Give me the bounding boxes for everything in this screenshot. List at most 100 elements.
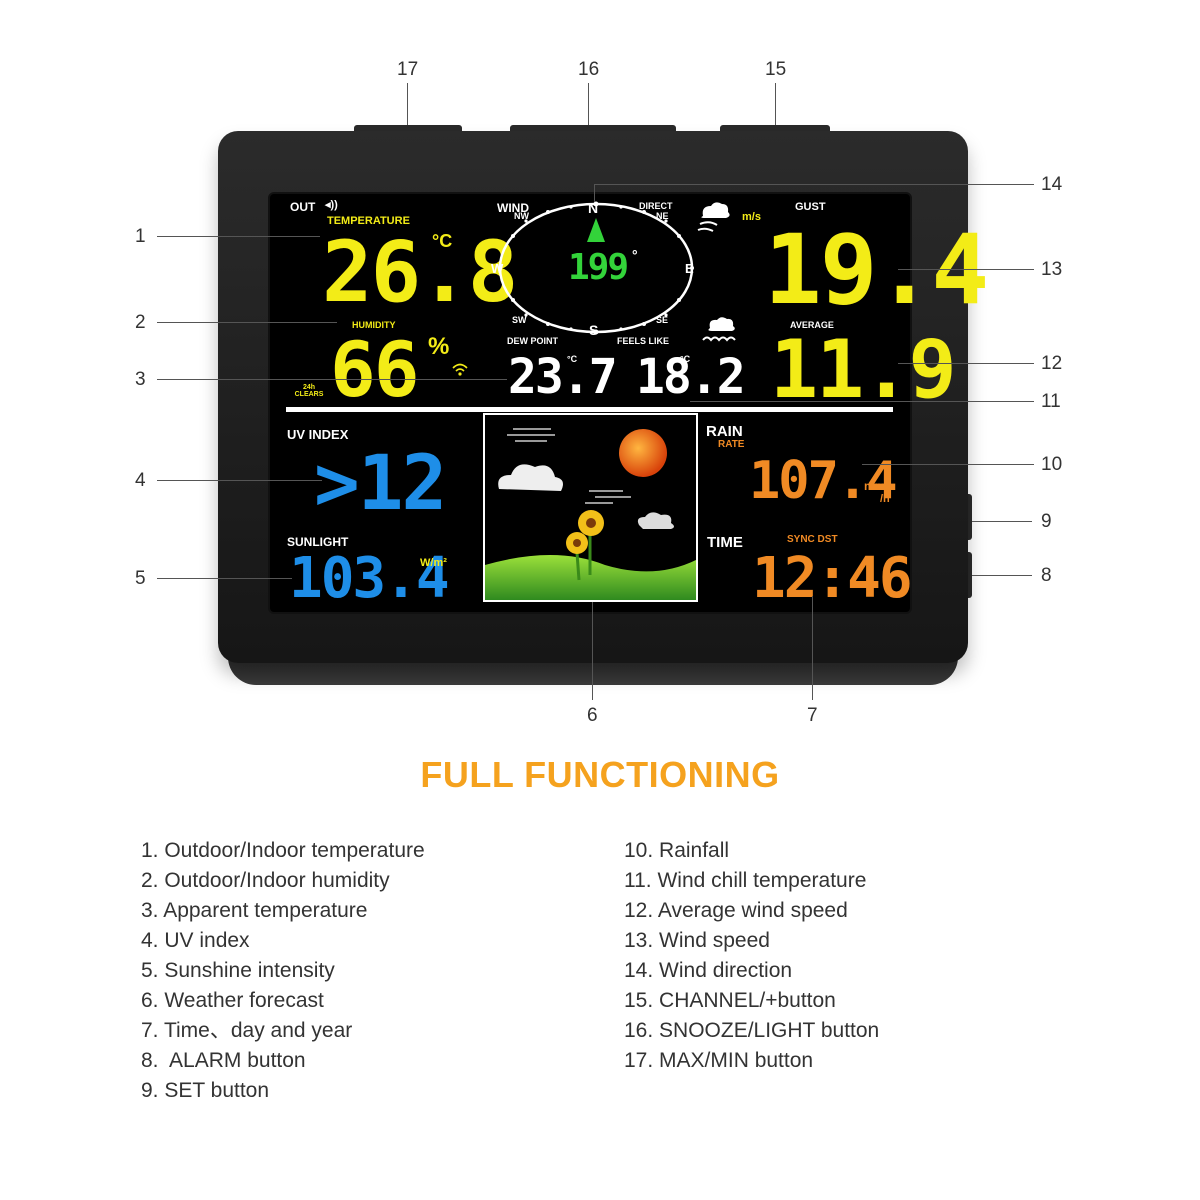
sync-dst-label: SYNC DST: [787, 534, 838, 545]
legend-item: 1. Outdoor/Indoor temperature: [141, 839, 425, 862]
legend-item: 7. Time、day and year: [141, 1019, 353, 1042]
callout-13-line: [898, 269, 1034, 270]
average-label: AVERAGE: [790, 320, 834, 330]
wind-label: WIND: [497, 201, 529, 215]
time-value: 12:46: [752, 546, 913, 611]
humidity-unit: %: [428, 333, 450, 360]
wifi-icon: [452, 362, 468, 376]
rain-unit-h: /h: [880, 493, 890, 505]
callout-8: 8: [1041, 565, 1052, 586]
dew-point-label: DEW POINT: [507, 336, 558, 346]
legend-item: 11. Wind chill temperature: [624, 869, 867, 892]
callout-5-line: [157, 578, 292, 579]
out-label: OUT: [290, 200, 316, 214]
wind-unit: m/s: [742, 211, 761, 223]
average-value: 11.9: [770, 323, 957, 416]
callout-11: 11: [1041, 391, 1061, 412]
time-label: TIME: [707, 534, 743, 551]
callout-7-line: [812, 596, 813, 700]
channel-plus-button[interactable]: [720, 125, 830, 135]
legend-item: 17. MAX/MIN button: [624, 1049, 814, 1072]
callout-3: 3: [135, 369, 146, 390]
screen-divider: [286, 407, 893, 412]
max-min-button[interactable]: [354, 125, 462, 135]
callout-1-line: [157, 236, 320, 237]
callout-2-line: [157, 322, 337, 323]
callout-3-line: [157, 379, 507, 380]
callout-14: 14: [1041, 174, 1063, 195]
sunlight-unit: W/m²: [420, 557, 447, 569]
legend-item: 14. Wind direction: [624, 959, 793, 982]
legend-item: 6. Weather forecast: [141, 989, 324, 1012]
legend-item: 15. CHANNEL/+button: [624, 989, 836, 1012]
temperature-unit: °C: [432, 231, 453, 251]
compass-ne: NE: [656, 211, 669, 221]
callout-16-line: [588, 83, 589, 125]
callout-12-line: [898, 363, 1034, 364]
compass-se: SE: [656, 315, 669, 325]
callout-17-line: [407, 83, 408, 125]
callout-7: 7: [807, 705, 818, 726]
compass-sw: SW: [512, 315, 527, 325]
legend-item: 9. SET button: [141, 1079, 270, 1102]
legend-item: 10. Rainfall: [624, 839, 730, 862]
direct-label: DIRECT: [639, 201, 673, 211]
callout-4-line: [157, 480, 322, 481]
humidity-label: HUMIDITY: [352, 320, 396, 330]
weather-forecast-image: [483, 413, 698, 602]
legend-item: 13. Wind speed: [624, 929, 770, 952]
sunlight-value: 103.4: [289, 546, 450, 611]
callout-6: 6: [587, 705, 598, 726]
callout-15-line: [775, 83, 776, 125]
feels-like-unit: °C: [680, 354, 691, 364]
set-button[interactable]: [966, 494, 972, 540]
legend-item: 16. SNOOZE/LIGHT button: [624, 1019, 880, 1042]
alarm-button[interactable]: [966, 552, 972, 598]
humidity-value: 66: [330, 325, 420, 414]
callout-14-drop: [594, 184, 595, 202]
callout-11-line: [690, 401, 1034, 402]
compass-w: W: [491, 261, 504, 276]
callout-9: 9: [1041, 511, 1052, 532]
callout-14-line: [594, 184, 1034, 185]
callout-4: 4: [135, 470, 146, 491]
compass-s: S: [589, 322, 599, 338]
feels-like-value: 18.2: [636, 349, 746, 405]
sunlight-label: SUNLIGHT: [287, 535, 349, 549]
feels-like-label: FEELS LIKE: [617, 336, 670, 346]
headline: FULL FUNCTIONING: [420, 754, 780, 795]
wind-compass: [496, 196, 696, 336]
callout-15: 15: [765, 59, 787, 80]
callout-12: 12: [1041, 353, 1063, 374]
rain-unit-mm: mm: [864, 479, 886, 493]
callout-10-line: [862, 464, 1034, 465]
legend-item: 5. Sunshine intensity: [141, 959, 335, 982]
temperature-value: 26.8: [322, 223, 518, 321]
rain-label: RAIN: [706, 423, 743, 440]
gust-label: GUST: [795, 201, 826, 213]
legend-right: 10. Rainfall 11. Wind chill temperature …: [624, 840, 879, 1080]
legend-item: 4. UV index: [141, 929, 250, 952]
compass-e: E: [685, 261, 694, 276]
clears-label: 24h CLEARS: [294, 384, 324, 398]
callout-2: 2: [135, 312, 146, 333]
legend-left: 1. Outdoor/Indoor temperature 2. Outdoor…: [141, 840, 425, 1110]
callout-10: 10: [1041, 454, 1063, 475]
compass-n: N: [588, 200, 599, 216]
rain-value: 107.4: [749, 451, 898, 511]
compass-nw: NW: [514, 211, 529, 221]
callout-13: 13: [1041, 259, 1063, 280]
uv-index-label: UV INDEX: [287, 427, 349, 442]
callout-8-line: [972, 575, 1032, 576]
dew-point-unit: °C: [567, 354, 578, 364]
gust-value: 19.4: [764, 214, 989, 326]
callout-9-line: [972, 521, 1032, 522]
wind-cloud-icon: [695, 200, 733, 236]
temperature-label: TEMPERATURE: [327, 215, 410, 227]
dew-point-value: 23.7: [508, 349, 618, 405]
callout-16: 16: [578, 59, 600, 80]
legend-item: 8. ALARM button: [141, 1049, 306, 1072]
snooze-light-button[interactable]: [510, 125, 676, 135]
rain-rate-label: RATE: [718, 439, 745, 450]
wind-degree-unit: °: [632, 247, 638, 263]
